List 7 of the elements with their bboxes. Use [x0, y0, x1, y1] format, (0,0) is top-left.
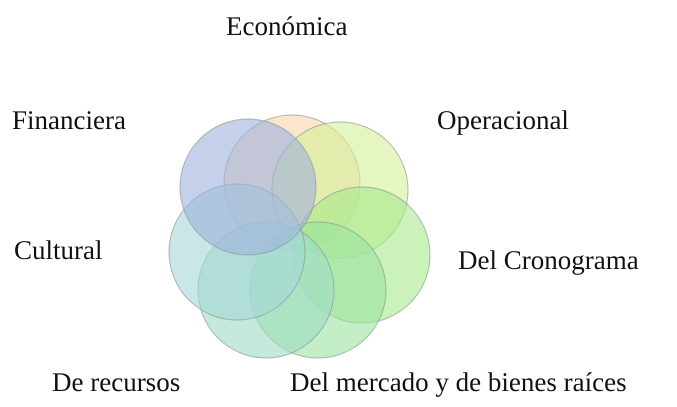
circle-label: Del mercado y de bienes raíces — [290, 368, 627, 398]
circle-label: Del Cronograma — [458, 246, 639, 276]
circle-label: Operacional — [437, 106, 569, 136]
circle-label: De recursos — [52, 368, 180, 398]
circle-label: Económica — [226, 12, 348, 42]
circle-label: Financiera — [12, 106, 126, 136]
circle-label: Cultural — [14, 236, 102, 266]
